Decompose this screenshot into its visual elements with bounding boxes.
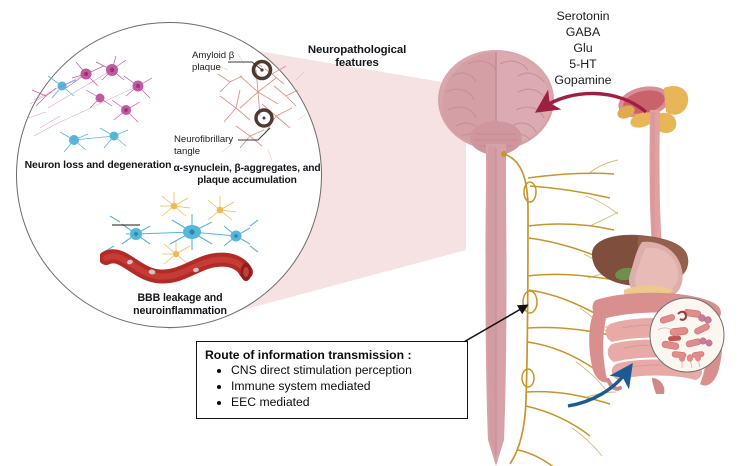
caption-aggregates: α-synuclein, β-aggregates, and plaque ac… <box>173 163 321 187</box>
route-item-eec: EEC mediated <box>231 395 459 411</box>
plaque-tangle-illustration <box>213 53 306 161</box>
route-box-title: Route of information transmission : <box>205 348 412 362</box>
brain-to-gut-arrow <box>567 363 633 408</box>
route-item-immune: Immune system mediated <box>231 379 459 395</box>
oral-cavity-illustration <box>617 85 689 134</box>
gut-microbiota-inset <box>649 297 725 373</box>
neuron-loss-illustration <box>27 55 153 153</box>
neurotransmitter-glu: Glu <box>573 41 593 55</box>
tangle-leader-line <box>238 127 271 141</box>
amyloid-leader-line <box>228 61 263 71</box>
neurotransmitter-serotonin: Serotonin <box>556 9 610 23</box>
callout-neuropathological-features: Neuropathological features <box>307 44 407 70</box>
annotation-neurofibrillary-tangle: Neurofibrillary tangle <box>174 134 234 157</box>
neurotransmitter-gaba: GABA <box>565 25 601 39</box>
bbb-neuroinflammation-illustration <box>100 192 259 284</box>
neurotransmitter-list: Serotonin GABA Glu 5-HT Gopamine <box>528 8 638 88</box>
annotation-amyloid-plaque: Amyloid β plaque <box>192 50 235 73</box>
neurotransmitter-5ht: 5-HT <box>569 57 597 71</box>
neurotransmitter-dopamine: Gopamine <box>554 73 612 87</box>
gut-to-brain-arrow <box>534 89 648 114</box>
route-item-cns: CNS direct stimulation perception <box>231 363 459 379</box>
esophagus-illustration <box>649 110 662 255</box>
route-of-information-transmission-box: Route of information transmission : CNS … <box>196 341 468 419</box>
route-box-list: CNS direct stimulation perception Immune… <box>205 363 459 411</box>
bbb-leader-line <box>112 224 140 226</box>
caption-bbb-leakage: BBB leakage and neuroinflammation <box>133 292 227 317</box>
caption-neuron-loss: Neuron loss and degeneration <box>24 160 172 171</box>
